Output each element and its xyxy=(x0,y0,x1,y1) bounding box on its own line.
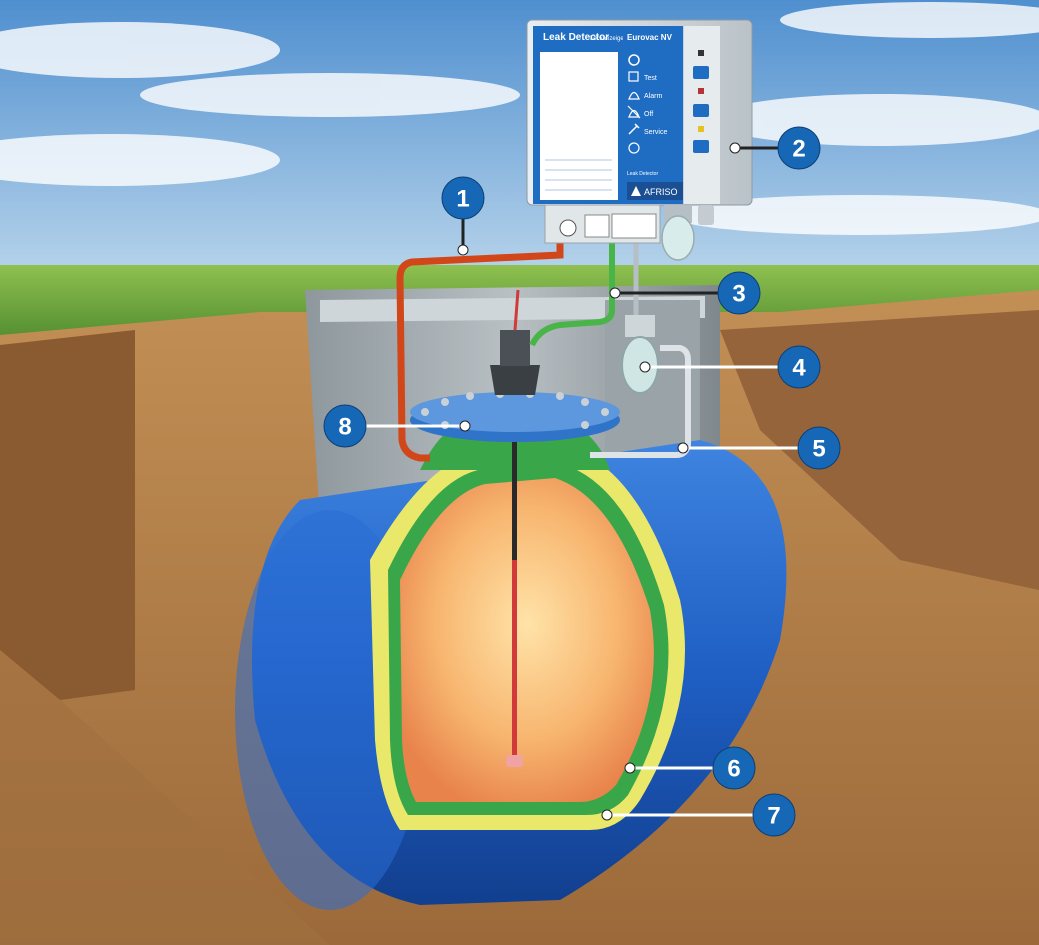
callout-8-label: 8 xyxy=(338,414,351,441)
fitting-cable xyxy=(513,289,520,331)
vacuum-gauge xyxy=(559,219,577,237)
brand-name: AFRISO xyxy=(644,187,678,197)
mute-bell-icon xyxy=(627,105,641,119)
probe-tip xyxy=(506,755,523,767)
test-button[interactable] xyxy=(693,66,709,79)
btn-test-label: Test xyxy=(644,75,657,82)
callout-6-label: 6 xyxy=(727,756,740,783)
power-icon xyxy=(628,54,640,66)
callout-1-label: 1 xyxy=(456,186,469,213)
pit-floor-left xyxy=(0,650,330,945)
control-unit: Leak Detector Leckanzeiger Eurovac NV Te… xyxy=(526,19,753,261)
pit-wall-left xyxy=(0,330,135,700)
led-power xyxy=(698,50,704,56)
return-pipe xyxy=(590,345,691,458)
callout-4: 4 xyxy=(777,345,821,389)
filter-housing xyxy=(661,215,695,261)
callout-7: 7 xyxy=(752,793,796,837)
callout-7-label: 7 xyxy=(767,803,780,830)
callout-6: 6 xyxy=(712,746,756,790)
wrench-icon xyxy=(628,123,640,135)
instruction-sheet xyxy=(540,52,618,200)
tank-contents xyxy=(400,478,654,802)
suction-pipe-green xyxy=(529,240,615,347)
led-service xyxy=(698,126,704,132)
btn-off-label: Off xyxy=(644,111,653,118)
fitting-body xyxy=(490,365,540,395)
callout-5-label: 5 xyxy=(812,436,825,463)
panel-subtitle: Leckanzeiger xyxy=(590,36,626,42)
cable-gland xyxy=(698,205,714,225)
model-label: Eurovac NV xyxy=(627,33,673,42)
callout-3: 3 xyxy=(717,271,761,315)
status-legend xyxy=(611,213,657,239)
callout-1: 1 xyxy=(441,176,485,220)
info-icon xyxy=(628,142,640,154)
alarm-button[interactable] xyxy=(693,104,709,117)
callout-8: 8 xyxy=(323,404,367,448)
btn-service-label: Service xyxy=(644,129,667,136)
led-alarm xyxy=(698,88,704,94)
callout-4-label: 4 xyxy=(792,355,806,382)
callout-3-label: 3 xyxy=(732,281,745,308)
fitting-head xyxy=(500,330,530,366)
instruction-lines xyxy=(545,159,612,191)
alarm-bell-icon xyxy=(628,91,640,100)
brand-strip xyxy=(627,182,683,200)
leader-dots xyxy=(457,142,741,821)
terminal-block xyxy=(584,214,610,238)
probe-sensor xyxy=(512,560,517,760)
footer-label: Leak Detector xyxy=(627,171,658,177)
clouds xyxy=(0,2,1039,235)
callout-2-label: 2 xyxy=(792,136,805,163)
panel-title: Leak Detector xyxy=(543,32,609,43)
callout-2: 2 xyxy=(777,126,821,170)
vacuum-pipe-orange xyxy=(396,240,564,462)
brand-logo-icon xyxy=(631,186,641,196)
button-labels: Test Alarm Off Service xyxy=(627,54,667,154)
test-icon xyxy=(628,71,639,82)
callout-5: 5 xyxy=(797,426,841,470)
service-button[interactable] xyxy=(693,140,709,153)
trap-cap xyxy=(625,315,655,337)
btn-alarm-label: Alarm xyxy=(644,93,662,100)
